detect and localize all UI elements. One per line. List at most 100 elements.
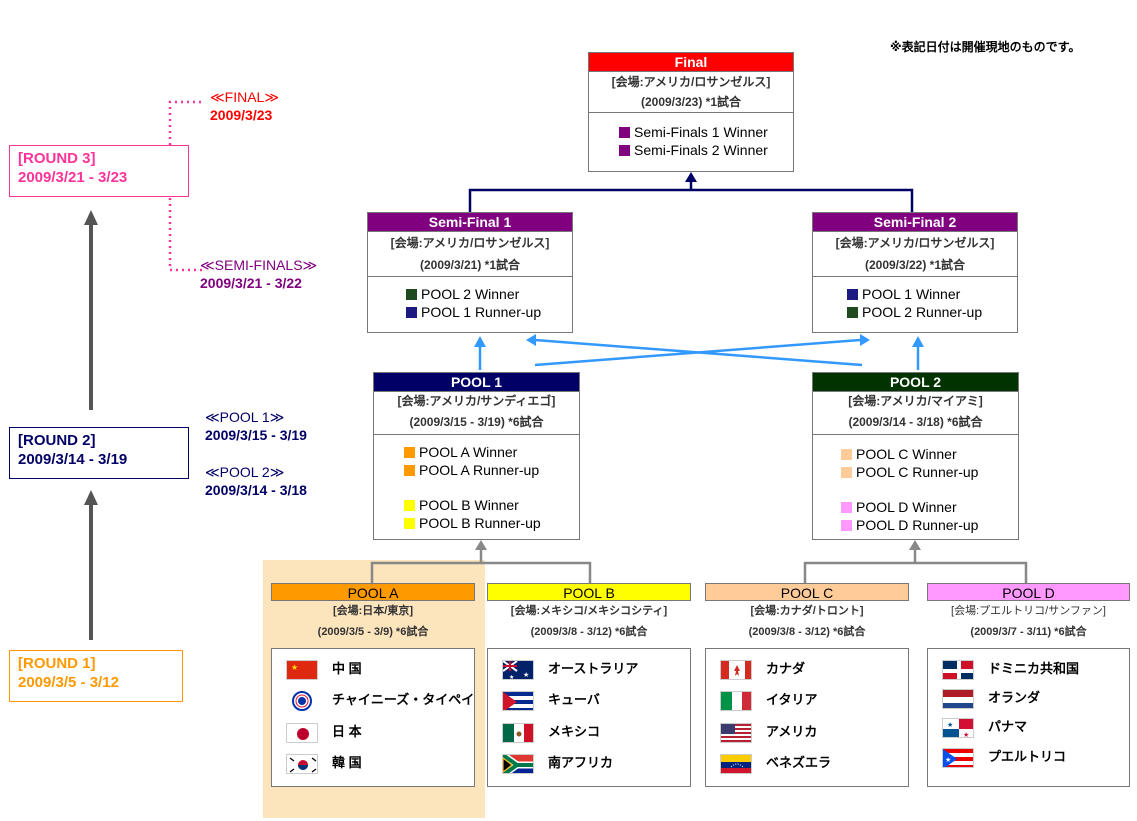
semi-final-2-dates: (2009/3/22) *1試合 <box>813 254 1017 277</box>
semi-final-2-entry-1: POOL 1 Winner <box>847 285 1017 303</box>
australia-flag-icon: ★★ <box>502 659 534 680</box>
pool-2-entry-4: POOL D Runner-up <box>841 516 1018 534</box>
panama-flag-icon: ★★ <box>942 717 974 738</box>
final-dates: (2009/3/23) *1試合 <box>589 92 793 113</box>
pool-d-dates: (2009/3/7 - 3/11) *6試合 <box>970 626 1087 638</box>
mexico-flag-icon <box>502 722 534 743</box>
semi-final-1-entry-1: POOL 2 Winner <box>406 285 572 303</box>
pool-b-venue: [会場:メキシコ/メキシコシティ] <box>510 605 668 617</box>
pool-1-entry-1: POOL A Winner <box>404 443 579 461</box>
semi-final-1-box: Semi-Final 1 [会場:アメリカ/ロサンゼルス] (2009/3/21… <box>367 212 573 333</box>
semi-final-2-box: Semi-Final 2 [会場:アメリカ/ロサンゼルス] (2009/3/22… <box>812 212 1018 333</box>
pool-1-entry-2: POOL A Runner-up <box>404 461 579 479</box>
semis-stage-title: ≪SEMI-FINALS≫ <box>200 257 318 273</box>
chinese-taipei-flag-icon <box>286 690 318 711</box>
team-korea: 韓 国 <box>286 753 362 774</box>
round-1-dates: 2009/3/5 - 3/12 <box>18 674 119 691</box>
pool-d-teams: ドミニカ共和国 オランダ ★★パナマ ★プエルトリコ <box>927 648 1130 787</box>
round-1-title: [ROUND 1] <box>18 655 96 672</box>
semi-final-1-venue: [会場:アメリカ/ロサンゼルス] <box>390 236 550 250</box>
team-usa: アメリカ <box>720 722 817 743</box>
pool-a-teams: ★中 国 チャイニーズ・タイペイ 日 本 韓 国 <box>271 648 475 787</box>
svg-text:★: ★ <box>523 671 529 679</box>
final-stage-dates: 2009/3/23 <box>210 107 273 123</box>
pool-a: POOL A [会場:日本/東京] (2009/3/5 - 3/9) *6試合 <box>271 583 475 643</box>
pool-2-title: POOL 2 <box>813 373 1018 392</box>
venezuela-flag-icon <box>720 753 752 774</box>
canada-flag-icon <box>720 659 752 680</box>
pool-2-venue: [会場:アメリカ/マイアミ] <box>848 394 983 408</box>
final-entry-2: Semi-Finals 2 Winner <box>619 141 793 159</box>
team-japan: 日 本 <box>286 722 362 743</box>
korea-flag-icon <box>286 753 318 774</box>
team-dominican-republic: ドミニカ共和国 <box>942 659 1079 680</box>
pool2-stage-label: ≪POOL 2≫ 2009/3/14 - 3/18 <box>205 463 307 499</box>
semi-final-2-entry-2: POOL 2 Runner-up <box>847 303 1017 321</box>
team-south-africa: 南アフリカ <box>502 753 613 774</box>
puerto-rico-flag-icon: ★ <box>942 747 974 768</box>
pool-b-teams: ★★オーストラリア キューバ メキシコ 南アフリカ <box>487 648 691 787</box>
team-venezuela: ベネズエラ <box>720 753 831 774</box>
semi-final-2-venue: [会場:アメリカ/ロサンゼルス] <box>835 236 995 250</box>
pool-d: POOL D [会場:プエルトリコ/サンファン] (2009/3/7 - 3/1… <box>927 583 1130 643</box>
round-1-label: [ROUND 1] 2009/3/5 - 3/12 <box>9 650 183 702</box>
svg-text:★: ★ <box>945 756 951 764</box>
pool-2-entry-1: POOL C Winner <box>841 445 1018 463</box>
round-3-label: [ROUND 3] 2009/3/21 - 3/23 <box>9 145 189 197</box>
round-2-label: [ROUND 2] 2009/3/14 - 3/19 <box>9 427 189 479</box>
semis-stage-label: ≪SEMI-FINALS≫ 2009/3/21 - 3/22 <box>200 256 317 292</box>
pool-c-venue: [会場:カナダ/トロント] <box>750 605 864 617</box>
china-flag-icon: ★ <box>286 659 318 680</box>
round-2-title: [ROUND 2] <box>18 432 96 449</box>
japan-flag-icon <box>286 722 318 743</box>
pool-a-venue: [会場:日本/東京] <box>332 605 414 617</box>
pool-2-dates: (2009/3/14 - 3/18) *6試合 <box>813 410 1018 435</box>
pool-a-dates: (2009/3/5 - 3/9) *6試合 <box>317 626 429 638</box>
pool-c-teams: カナダ イタリア アメリカ ベネズエラ <box>705 648 909 787</box>
pool-1-entry-4: POOL B Runner-up <box>404 514 579 532</box>
pool1-stage-label: ≪POOL 1≫ 2009/3/15 - 3/19 <box>205 408 307 444</box>
final-entry-1: Semi-Finals 1 Winner <box>619 123 793 141</box>
team-panama: ★★パナマ <box>942 717 1027 738</box>
pool-d-venue: [会場:プエルトリコ/サンファン] <box>951 605 1106 617</box>
final-stage-title: ≪FINAL≫ <box>210 89 279 105</box>
team-netherlands: オランダ <box>942 688 1040 709</box>
pool-1-dates: (2009/3/15 - 3/19) *6試合 <box>374 410 579 435</box>
semis-stage-dates: 2009/3/21 - 3/22 <box>200 275 302 291</box>
round-3-dates: 2009/3/21 - 3/23 <box>18 169 128 186</box>
svg-text:★: ★ <box>963 731 969 738</box>
final-title: Final <box>589 53 793 72</box>
semi-final-1-entry-2: POOL 1 Runner-up <box>406 303 572 321</box>
pool-1-venue: [会場:アメリカ/サンディエゴ] <box>397 394 556 408</box>
semi-final-1-dates: (2009/3/21) *1試合 <box>368 254 572 277</box>
dominican-republic-flag-icon <box>942 659 974 680</box>
pool-c-title: POOL C <box>705 583 909 601</box>
pool-b: POOL B [会場:メキシコ/メキシコシティ] (2009/3/8 - 3/1… <box>487 583 691 643</box>
team-cuba: キューバ <box>502 690 600 711</box>
round-2-dates: 2009/3/14 - 3/19 <box>18 451 128 468</box>
team-china: ★中 国 <box>286 659 362 680</box>
team-italy: イタリア <box>720 690 817 711</box>
round-3-title: [ROUND 3] <box>18 150 96 167</box>
pool1-stage-dates: 2009/3/15 - 3/19 <box>205 427 307 443</box>
pool-1-title: POOL 1 <box>374 373 579 392</box>
team-mexico: メキシコ <box>502 722 600 743</box>
netherlands-flag-icon <box>942 688 974 709</box>
team-puerto-rico: ★プエルトリコ <box>942 747 1066 768</box>
team-chinese-taipei: チャイニーズ・タイペイ <box>286 690 474 711</box>
pool-2-box: POOL 2 [会場:アメリカ/マイアミ] (2009/3/14 - 3/18)… <box>812 372 1019 540</box>
pool-c: POOL C [会場:カナダ/トロント] (2009/3/8 - 3/12) *… <box>705 583 909 643</box>
final-venue: [会場:アメリカ/ロサンゼルス] <box>611 75 771 89</box>
cuba-flag-icon <box>502 690 534 711</box>
italy-flag-icon <box>720 690 752 711</box>
pool-b-title: POOL B <box>487 583 691 601</box>
semi-final-2-title: Semi-Final 2 <box>813 213 1017 232</box>
semi-final-1-title: Semi-Final 1 <box>368 213 572 232</box>
team-canada: カナダ <box>720 659 805 680</box>
final-stage-label: ≪FINAL≫ 2009/3/23 <box>210 88 279 124</box>
pool2-stage-dates: 2009/3/14 - 3/18 <box>205 482 307 498</box>
svg-text:★: ★ <box>291 663 298 672</box>
team-australia: ★★オーストラリア <box>502 659 638 680</box>
pool-1-entry-3: POOL B Winner <box>404 496 579 514</box>
